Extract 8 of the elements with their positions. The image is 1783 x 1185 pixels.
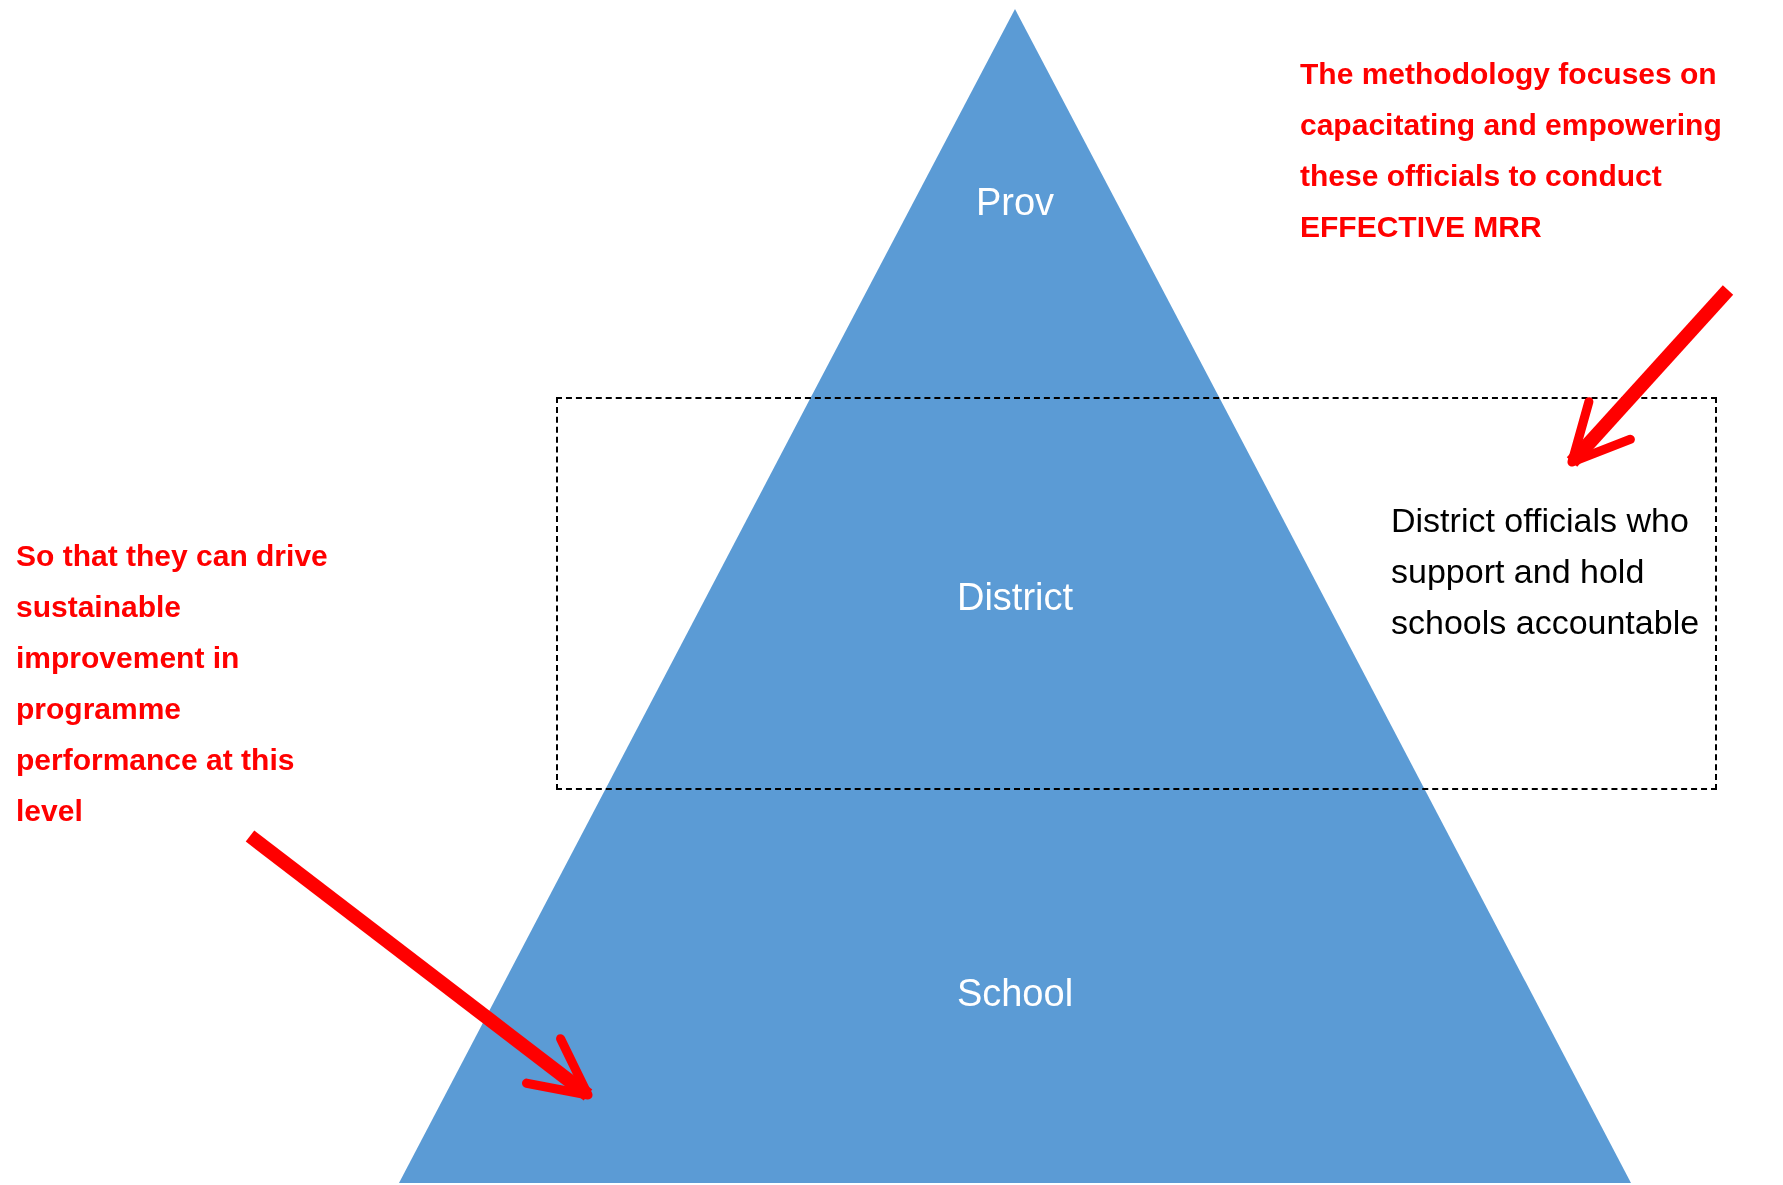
annotation-text: The methodology focuses on capacitating and empowering these officials to conduct EFFECTIVE MRR (1300, 48, 1783, 292)
annotation-text: So that they can drive sustainable improvement in programme performance at this level (16, 530, 351, 840)
tier-label: School (955, 971, 1075, 1016)
arrow (1566, 285, 1734, 467)
dashed-frame (556, 397, 1717, 790)
arrow (245, 830, 593, 1101)
description-text: District officials who support and hold schools accountable (1391, 500, 1701, 643)
tier-label: Prov (974, 180, 1056, 225)
